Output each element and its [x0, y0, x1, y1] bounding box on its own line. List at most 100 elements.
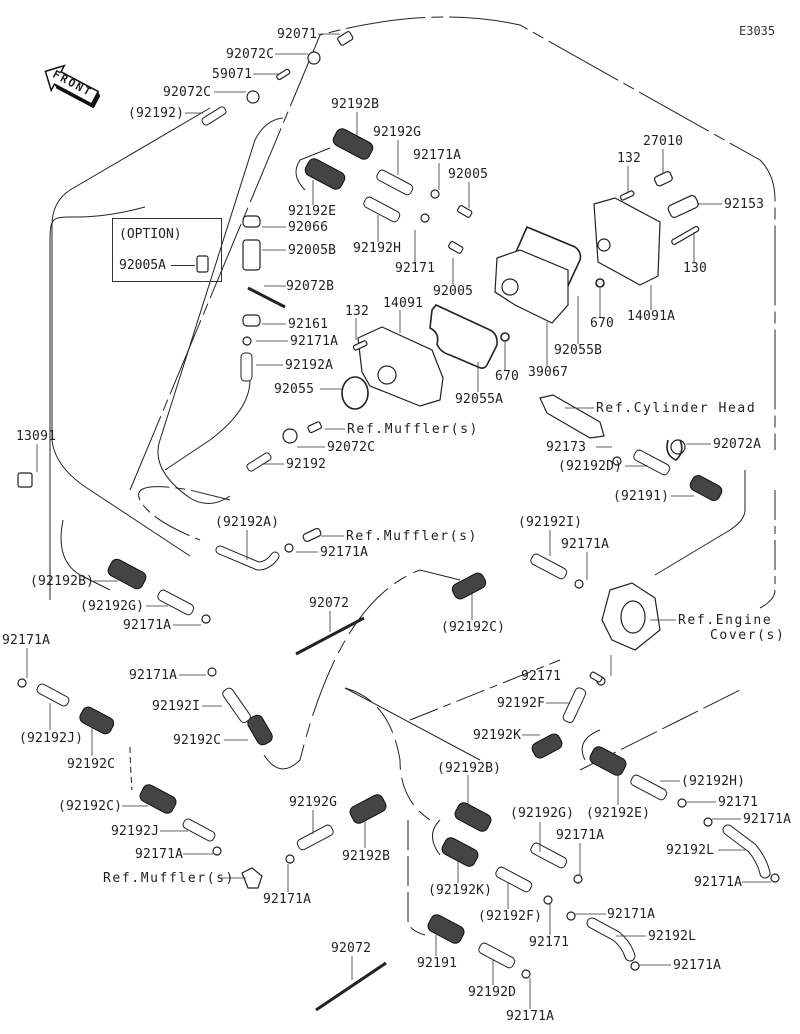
part-number-label[interactable]: 92171A	[123, 618, 172, 633]
part-number-label[interactable]: 92171	[395, 261, 436, 276]
part-number-label[interactable]: 92171A	[2, 633, 51, 648]
part-number-label[interactable]: 92072	[331, 941, 372, 956]
part-number-label[interactable]: 92005	[448, 167, 489, 182]
part-number-label[interactable]: 39067	[528, 365, 569, 380]
part-number-label[interactable]: 92171	[718, 795, 759, 810]
part-number-label[interactable]: 92192A	[285, 358, 334, 373]
part-number-label[interactable]: 92192G	[373, 125, 422, 140]
clamp-icon	[201, 614, 211, 624]
part-number-label[interactable]: 670	[495, 369, 520, 384]
part-number-label[interactable]: (92192)	[128, 106, 185, 121]
part-number-label[interactable]: (92192B)	[437, 761, 502, 776]
part-number-label[interactable]: 92171A	[673, 958, 722, 973]
part-number-label[interactable]: (92191)	[613, 489, 670, 504]
part-number-label[interactable]: 92171A	[556, 828, 605, 843]
part-number-label[interactable]: 92192	[286, 457, 327, 472]
part-number-label[interactable]: 59071	[212, 67, 253, 82]
part-number-label[interactable]: (92192H)	[681, 774, 746, 789]
part-number-label[interactable]: 92171	[521, 669, 562, 684]
part-number-label[interactable]: 130	[683, 261, 708, 276]
tube-92192I-lower	[222, 687, 251, 723]
part-number-label[interactable]: 92192G	[289, 795, 338, 810]
hose-path-13	[344, 687, 481, 761]
part-number-label[interactable]: (92192G)	[80, 599, 145, 614]
part-number-label[interactable]: 92192L	[648, 929, 697, 944]
option-part-label: 92005A	[119, 258, 166, 273]
part-number-label[interactable]: 92072A	[713, 437, 762, 452]
part-number-label[interactable]: 92192I	[152, 699, 201, 714]
part-number-label[interactable]: 92072B	[286, 279, 335, 294]
part-number-label[interactable]: 92192E	[288, 204, 337, 219]
part-number-label[interactable]: 92192H	[353, 241, 402, 256]
part-number-label[interactable]: (92192K)	[428, 883, 493, 898]
part-number-label[interactable]: 14091	[383, 296, 424, 311]
part-number-label[interactable]: 92171	[529, 935, 570, 950]
part-number-label[interactable]: 92192C	[67, 757, 116, 772]
hose-path-9	[407, 820, 426, 936]
part-number-label[interactable]: 92055B	[554, 343, 603, 358]
cover-14091A	[593, 197, 661, 286]
part-number-label[interactable]: (92192E)	[586, 806, 651, 821]
hose-92192C-lower	[247, 714, 273, 746]
part-number-label[interactable]: 92005B	[288, 243, 337, 258]
part-number-label[interactable]: 92066	[288, 220, 329, 235]
part-number-label[interactable]: 92192B	[342, 849, 391, 864]
part-number-label[interactable]: (92192F)	[478, 909, 543, 924]
part-number-label[interactable]: (92192I)	[518, 515, 583, 530]
o-ring-670	[500, 332, 510, 342]
part-number-label[interactable]: (92192G)	[510, 806, 575, 821]
part-number-label[interactable]: Ref.Muffler(s)	[103, 871, 235, 886]
part-number-label[interactable]: (92192J)	[19, 731, 84, 746]
part-number-label[interactable]: (92192B)	[30, 574, 95, 589]
part-number-label[interactable]: 92171A	[135, 847, 184, 862]
cover-14091	[357, 326, 444, 407]
part-number-label[interactable]: 92171A	[561, 537, 610, 552]
part-number-label[interactable]: 92171A	[290, 334, 339, 349]
part-number-label[interactable]: 92171A	[607, 907, 656, 922]
part-number-label[interactable]: 92171A	[129, 668, 178, 683]
clip-92072A	[666, 439, 683, 461]
part-number-label[interactable]: 670	[590, 316, 615, 331]
part-number-label[interactable]: 92055A	[455, 392, 504, 407]
part-number-label[interactable]: 92192C	[173, 733, 222, 748]
hose-path-7	[263, 569, 461, 770]
part-number-label[interactable]: 92191	[417, 956, 458, 971]
part-number-label[interactable]: 92192L	[666, 843, 715, 858]
part-number-label[interactable]: 92055	[274, 382, 315, 397]
fitting-92071	[337, 31, 354, 46]
part-number-label[interactable]: 14091A	[627, 309, 676, 324]
part-number-label[interactable]: 92153	[724, 197, 765, 212]
clamp-icon	[703, 817, 713, 827]
part-number-label[interactable]: 132	[617, 151, 642, 166]
part-number-label[interactable]: (92192C)	[441, 620, 506, 635]
tube-92192-mid	[246, 452, 272, 472]
part-number-label[interactable]: (92192D)	[558, 459, 623, 474]
part-number-label[interactable]: 92171A	[743, 812, 792, 827]
part-number-label[interactable]: 92192K	[473, 728, 522, 743]
part-number-label[interactable]: 92072C	[327, 440, 376, 455]
part-number-label[interactable]: 92173	[546, 440, 587, 455]
part-number-label[interactable]: 92171A	[413, 148, 462, 163]
part-number-label[interactable]: 92192B	[331, 97, 380, 112]
part-number-label[interactable]: 92192J	[111, 824, 160, 839]
part-number-label[interactable]: 92171A	[263, 892, 312, 907]
part-number-label[interactable]: 92072C	[226, 47, 275, 62]
part-number-label[interactable]: 92171A	[694, 875, 743, 890]
part-number-label[interactable]: 92171A	[320, 545, 369, 560]
part-number-label[interactable]: 13091	[16, 429, 57, 444]
tube-92192G-top	[376, 169, 414, 196]
part-number-label[interactable]: 27010	[643, 134, 684, 149]
part-number-label[interactable]: (92192A)	[215, 515, 280, 530]
part-number-label[interactable]: 92171A	[506, 1009, 555, 1024]
part-number-label[interactable]: 92192D	[468, 985, 517, 1000]
part-number-label[interactable]: 92161	[288, 317, 329, 332]
bolt-132-left	[352, 340, 368, 351]
part-number-label[interactable]: 92005	[433, 284, 474, 299]
clamp-icon	[573, 874, 583, 884]
part-number-label[interactable]: 92071	[277, 27, 318, 42]
part-number-label[interactable]: 92072	[309, 596, 350, 611]
part-number-label[interactable]: 92192F	[497, 696, 546, 711]
part-number-label[interactable]: (92192C)	[58, 799, 123, 814]
part-number-label[interactable]: 132	[345, 304, 370, 319]
part-number-label[interactable]: 92072C	[163, 85, 212, 100]
